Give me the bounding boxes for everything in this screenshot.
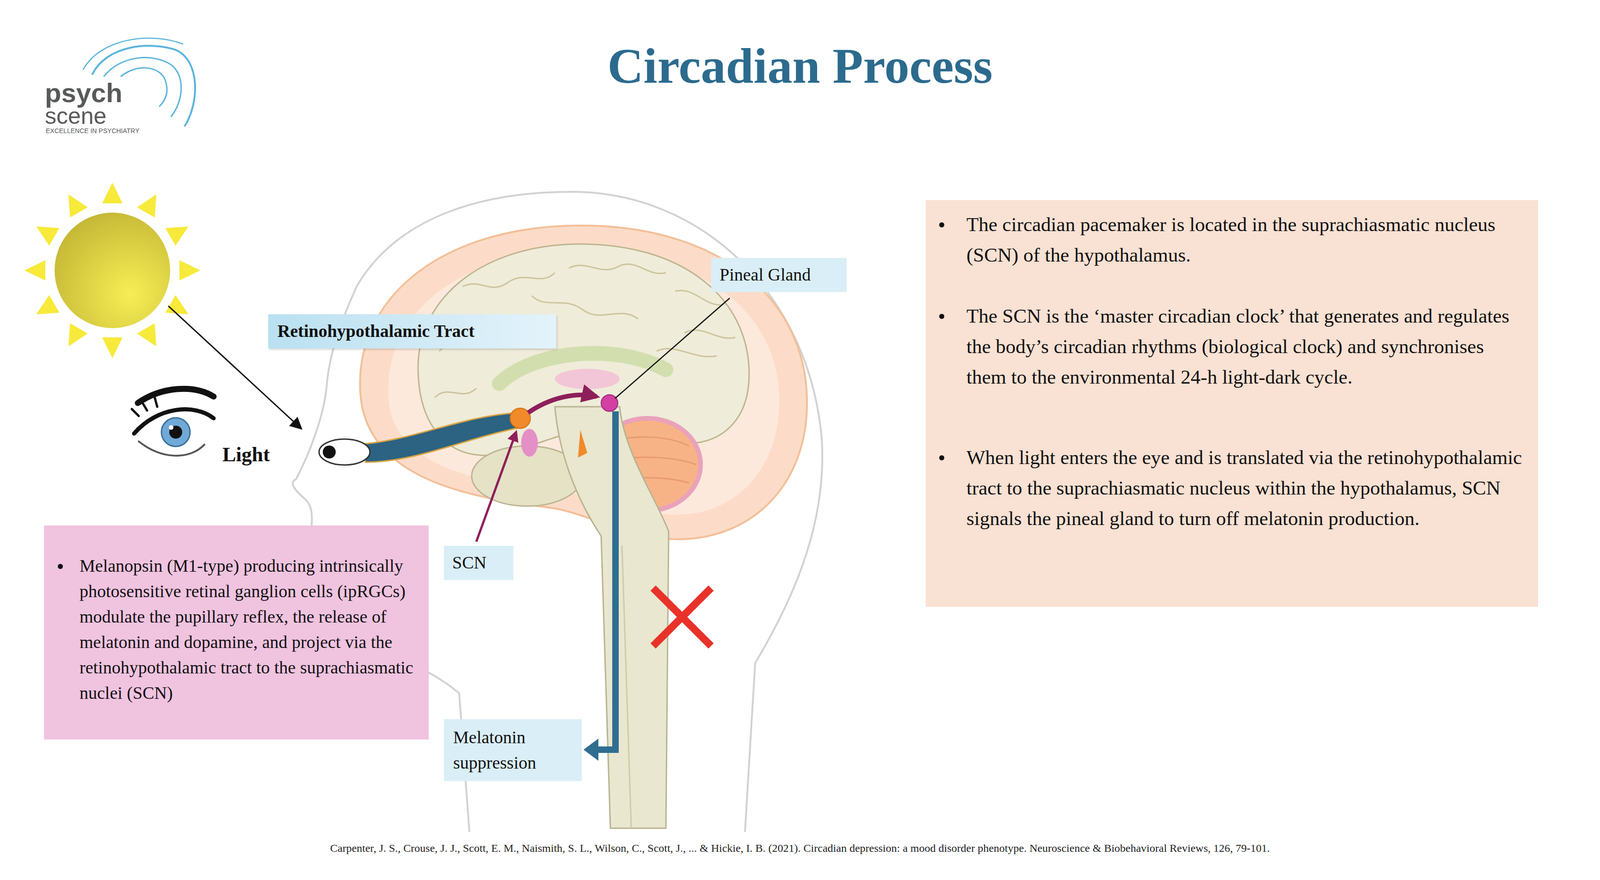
scn-leader-part [476,432,517,542]
bullet-item: Melanopsin (M1-type) producing intrinsic… [79,553,418,707]
bullet-dot [57,564,63,570]
brain-part-part [675,290,722,306]
sun-part-part [68,194,88,218]
brain-part-part [434,388,477,398]
sun-part-part [36,295,60,315]
sun-part-part [136,194,157,218]
sun [24,182,201,359]
brainstem-part [621,545,632,828]
sun-part [54,212,171,329]
hypothalamus-structures-part [521,429,538,457]
circadian-notes-box: The circadian pacemaker is located in th… [925,200,1539,608]
melatonin-path-part [583,738,599,762]
logo-word: psych [44,79,123,107]
hypothalamus-structures-part [578,430,588,458]
bullet-item: The SCN is the ‘master circadian clock’ … [966,301,1527,393]
eye-icon-part [161,418,191,447]
box-label: SCN [452,552,505,574]
logo-word: scene [44,104,107,128]
pineal-label-box: Pineal Gland [711,258,847,293]
brain-part-part [462,272,555,288]
sun-part-part [165,226,189,247]
bullet-text: Melanopsin (M1-type) producing intrinsic… [79,553,418,707]
ipRGC-note-box: Melanopsin (M1-type) producing intrinsic… [43,525,429,740]
sun-part-part [36,226,60,247]
brain-part-part [568,264,666,274]
sun-part-part [102,182,123,204]
optic-pathway-part [322,445,336,459]
logo-tagline: EXCELLENCE IN PSYCHIATRY [45,127,140,135]
page-title: Circadian Process [0,36,1600,97]
bullet-dot [939,313,945,320]
bullet-text: The SCN is the ‘master circadian clock’ … [966,301,1527,393]
red-cross [655,590,709,644]
optic-pathway-part [365,412,521,463]
sun-part-part [179,260,201,281]
bullet-item: When light enters the eye and is transla… [966,442,1527,535]
box-label: Melatonin suppression [453,725,573,776]
optic-pathway [319,412,521,466]
eye-icon-part [168,425,174,431]
box-label: Pineal Gland [719,264,839,286]
brain-part-part [656,348,717,357]
scn-leader [476,432,517,542]
optic-pathway-part [319,439,370,466]
brain-part [554,369,620,390]
bullet-item: The circadian pacemaker is located in th… [966,209,1527,271]
logo-swirl-part [83,38,183,70]
eye-icon [131,388,214,456]
hypothalamus-structures-part [601,394,618,412]
box-label: Retinohypothalamic Tract [277,320,548,343]
pineal-leader [615,298,730,399]
red-cross-part [655,590,709,644]
pineal-leader-part [615,298,730,399]
sun-part [24,182,201,359]
scn-to-pineal-arrow-part [528,395,597,413]
bullet-dot [939,455,945,461]
bullet-text: The circadian pacemaker is located in th… [966,209,1527,271]
scn-to-pineal-arrow [528,395,597,413]
hypothalamus-structures [510,394,618,458]
eye-icon-part [169,425,183,439]
bullet-dot [939,222,945,228]
tract-label-box: Retinohypothalamic Tract [268,314,557,349]
eye-icon-part [131,396,158,417]
melatonin-label-box: Melatonin suppression [443,719,582,782]
sun-part-part [68,323,88,347]
sun-part-part [24,260,46,281]
melatonin-path-part [595,411,616,751]
light-label: Light [222,444,271,466]
bullet-text: When light enters the eye and is transla… [966,442,1527,535]
scn-label-box: SCN [443,546,514,581]
citation-caption: Carpenter, J. S., Crouse, J. J., Scott, … [9,841,1591,856]
sun-part-part [165,295,189,315]
logo-swirl-part [121,67,167,107]
eye-icon-part [137,388,214,404]
sun-part-part [102,337,123,359]
sun-part-part [136,323,157,347]
melatonin-path [583,411,616,762]
